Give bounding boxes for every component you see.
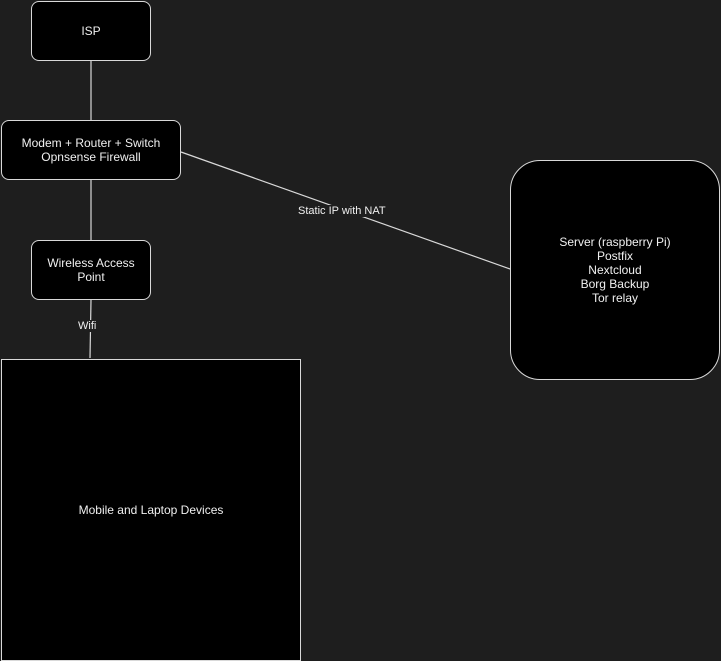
edge-label-static-ip: Static IP with NAT <box>297 205 387 217</box>
server-node[interactable]: Server (raspberry Pi) Postfix Nextcloud … <box>510 160 720 380</box>
edge-label-wifi: Wifi <box>77 320 98 332</box>
server-label-line4: Borg Backup <box>580 277 650 291</box>
router-label-line2: Opnsense Firewall <box>41 150 141 164</box>
devices-label: Mobile and Laptop Devices <box>78 503 224 517</box>
isp-label: ISP <box>81 24 101 38</box>
wap-label-line2: Point <box>77 270 105 284</box>
router-node[interactable]: Modem + Router + Switch Opnsense Firewal… <box>1 120 181 180</box>
isp-node[interactable]: ISP <box>31 1 151 61</box>
wireless-access-point-node[interactable]: Wireless Access Point <box>31 240 151 300</box>
server-label-line2: Postfix <box>596 249 633 263</box>
server-label-line1: Server (raspberry Pi) <box>559 235 671 249</box>
devices-node[interactable]: Mobile and Laptop Devices <box>1 359 301 661</box>
server-label-line3: Nextcloud <box>588 263 642 277</box>
router-label-line1: Modem + Router + Switch <box>21 136 161 150</box>
wap-label-line1: Wireless Access <box>47 256 135 270</box>
server-label-line5: Tor relay <box>591 291 638 305</box>
